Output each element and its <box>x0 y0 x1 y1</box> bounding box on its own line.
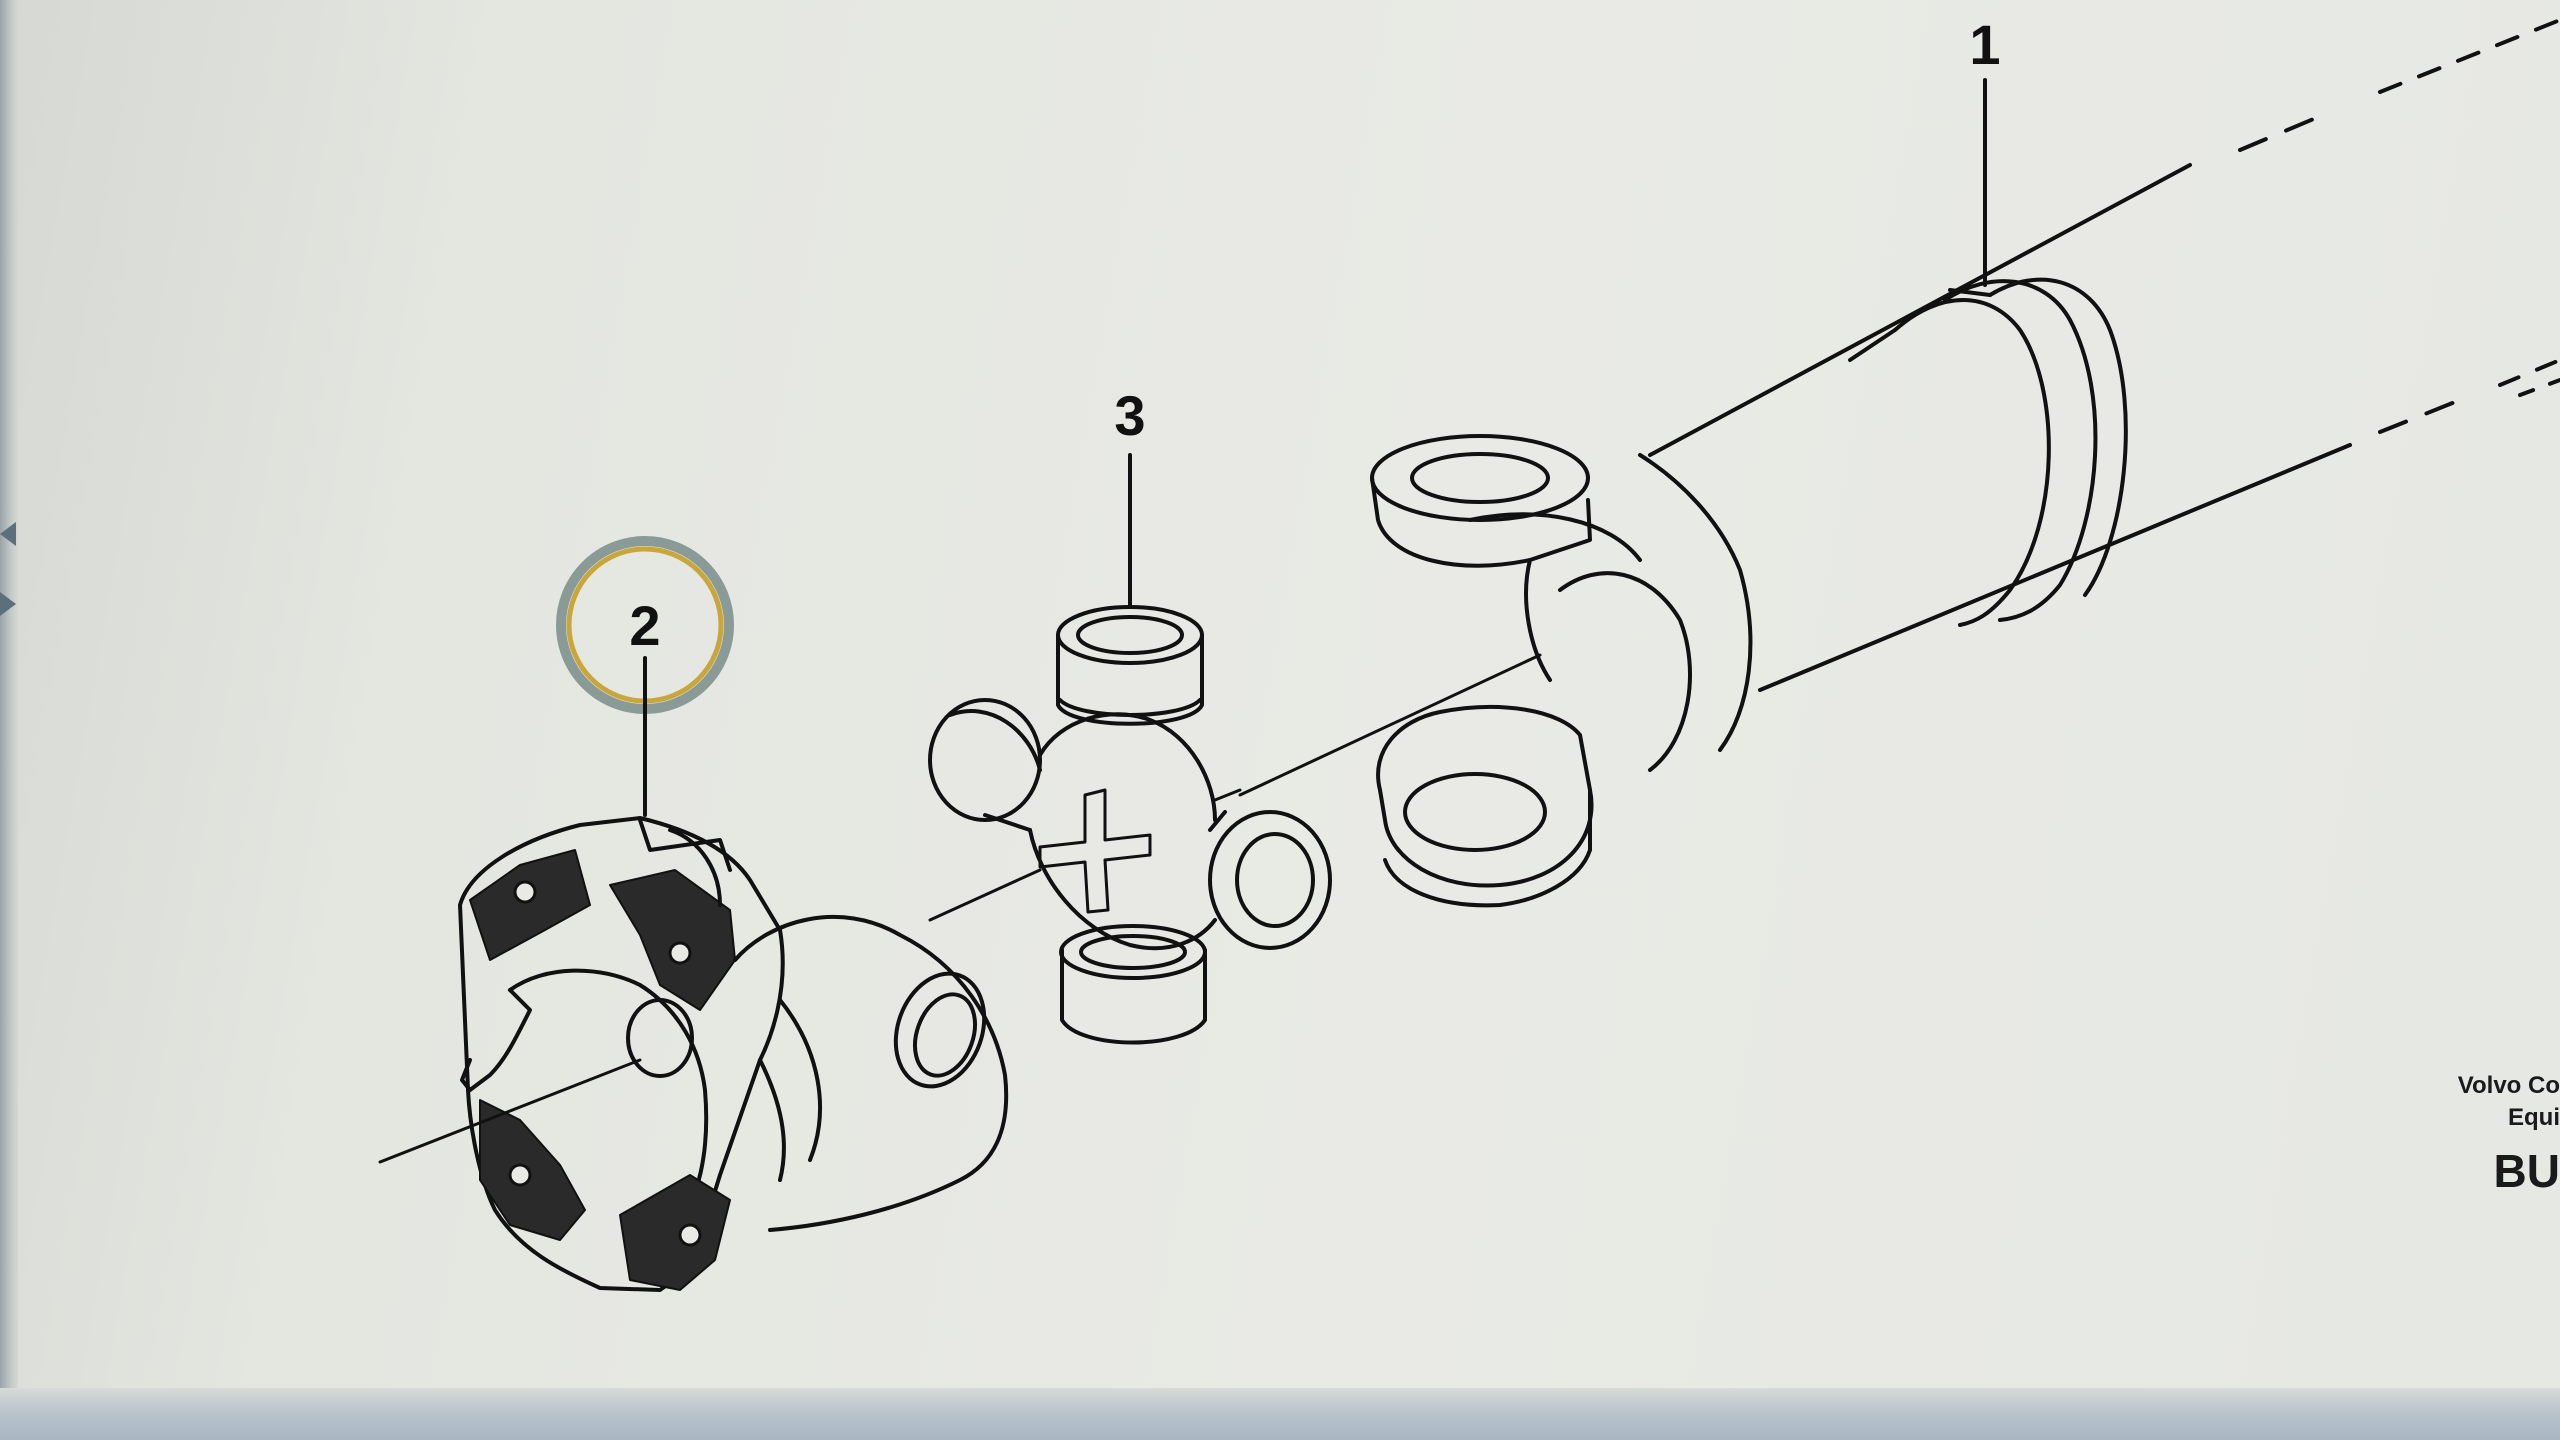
shaft-lower-edge <box>1758 443 2352 692</box>
callout-3-label[interactable]: 3 <box>1114 384 1145 447</box>
chevron-right-icon[interactable] <box>0 592 16 616</box>
callout-2-label[interactable]: 2 <box>629 594 660 657</box>
brand-line-2: Equi <box>2508 1104 2560 1131</box>
bottom-bezel <box>0 1388 2560 1440</box>
chevron-left-icon[interactable] <box>0 522 16 546</box>
brand-line-1: Volvo Co <box>2457 1072 2560 1099</box>
left-bezel <box>0 0 18 1440</box>
part-1-drive-shaft[interactable] <box>1238 18 2560 908</box>
part-3-universal-joint[interactable] <box>928 605 1332 1045</box>
brand-line-3: BU <box>2493 1145 2560 1197</box>
part-2-flange-yoke[interactable] <box>378 816 1009 1292</box>
callout-1-label[interactable]: 1 <box>1969 13 2000 76</box>
